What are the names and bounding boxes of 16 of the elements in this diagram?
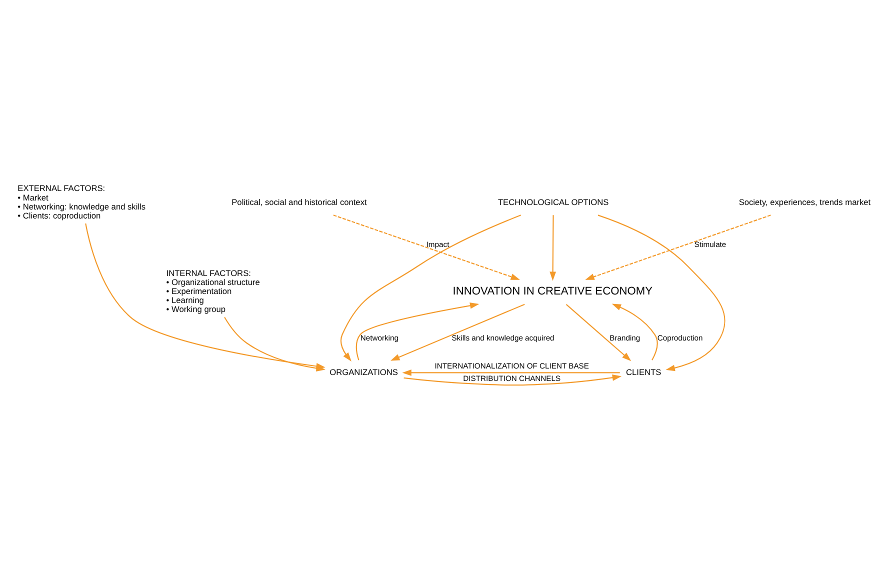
edge-label: Impact [426, 240, 450, 249]
node-text: CLIENTS [626, 366, 662, 377]
edge-label: Skills and knowledge acquired [452, 334, 554, 343]
node-text: Political, social and historical context [232, 196, 367, 207]
node-text: Society, experiences, trends market [738, 196, 871, 207]
edge-label: DISTRIBUTION CHANNELS [463, 374, 561, 383]
edge-label: INTERNATIONALIZATION OF CLIENT BASE [434, 361, 589, 370]
node-text: EXTERNAL FACTORS: • Market • Networking: knowledge and skills • Clients: coproduction [18, 183, 146, 220]
node-text: TECHNOLOGICAL OPTIONS [498, 196, 609, 207]
node-text: ORGANIZATIONS [330, 366, 398, 377]
edge-label: Stimulate [694, 240, 726, 249]
edge-label: Branding [610, 334, 640, 343]
node-text: INTERNAL FACTORS: • Organizational structure • Experimentation • Learning • Working group [166, 268, 260, 314]
edge-label: Networking [360, 334, 398, 343]
edge-label: Coproduction [657, 334, 703, 343]
node-text: INNOVATION IN CREATIVE ECONOMY [452, 285, 653, 298]
